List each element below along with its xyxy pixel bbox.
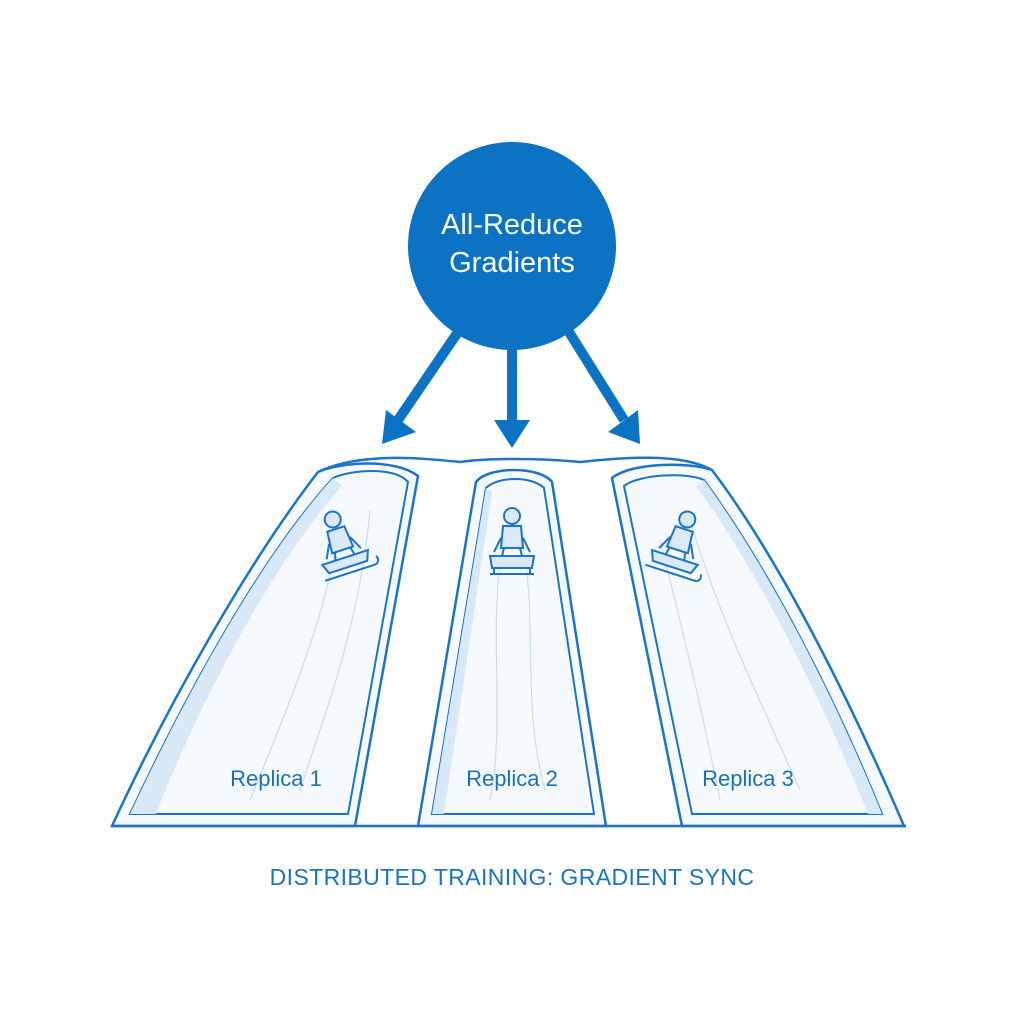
sync-arrows xyxy=(382,332,640,448)
arrow-to-replica-3 xyxy=(569,332,624,420)
arrow-to-replica-1 xyxy=(398,332,458,420)
replica-2-label: Replica 2 xyxy=(422,766,602,792)
diagram-caption: DISTRIBUTED TRAINING: GRADIENT SYNC xyxy=(152,862,872,892)
arrow-down-icon xyxy=(494,420,530,448)
replica-1-label: Replica 1 xyxy=(186,766,366,792)
replica-3-label: Replica 3 xyxy=(658,766,838,792)
hub-label-line-1: All-Reduce xyxy=(404,206,620,244)
hub-label-line-2: Gradients xyxy=(404,244,620,282)
hub-label: All-Reduce Gradients xyxy=(404,206,620,282)
